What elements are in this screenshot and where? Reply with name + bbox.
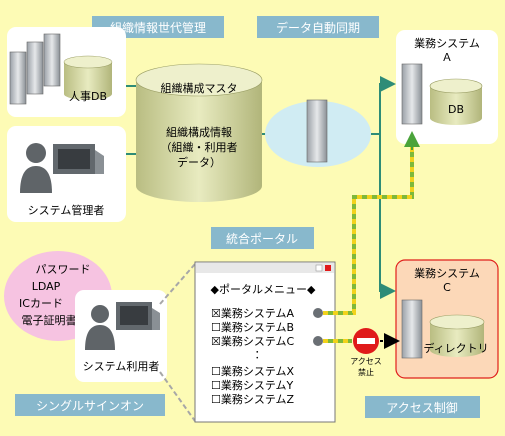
radio-button-c[interactable] [313, 336, 323, 346]
svg-text:電子証明書: 電子証明書 [22, 313, 77, 327]
svg-text:パスワード: パスワード [36, 263, 91, 276]
menu-item-system-b[interactable]: ☐業務システムB [211, 320, 294, 334]
caption-sso: シングルサインオン [15, 394, 165, 416]
svg-text:システム管理者: システム管理者 [28, 203, 105, 217]
svg-text:LDAP: LDAP [32, 280, 61, 293]
svg-text:人事DB: 人事DB [69, 90, 107, 103]
portal-connector [159, 371, 196, 422]
arrow-icon [371, 76, 396, 135]
svg-text:（組織・利用者: （組織・利用者 [161, 141, 238, 154]
portal-menu-title: ◆ポータルメニュー◆ [211, 283, 316, 296]
org-master-db: 組織構成マスタ 組織構成情報 （組織・利用者 データ） [135, 63, 263, 202]
database-icon [429, 78, 483, 125]
svg-text:ディレクトリ: ディレクトリ [423, 341, 488, 355]
svg-text:システム利用者: システム利用者 [83, 360, 160, 373]
svg-text:Ａ: Ａ [442, 51, 453, 64]
portal-window: ◆ポータルメニュー◆ ☒業務システムA ☐業務システムB ☒業務システムC ： … [194, 261, 336, 423]
caption-portal: 統合ポータル [211, 227, 314, 249]
server-icon [9, 33, 61, 105]
menu-item-system-a[interactable]: ☒業務システムA [211, 306, 295, 320]
svg-text:業務システム: 業務システム [414, 266, 480, 280]
server-icon [401, 299, 423, 359]
svg-text:ICカード: ICカード [19, 297, 63, 310]
database-icon [429, 314, 485, 357]
svg-text:DB: DB [448, 103, 464, 116]
server-icon [306, 99, 328, 163]
svg-text:組織構成情報: 組織構成情報 [166, 126, 232, 139]
svg-text:データ）: データ） [177, 155, 221, 169]
server-icon [401, 63, 423, 125]
svg-text:統合ポータル: 統合ポータル [226, 231, 298, 246]
arrow-icon [379, 134, 396, 299]
svg-text:シングルサインオン: シングルサインオン [36, 399, 144, 413]
sync-server-node [265, 99, 371, 167]
svg-text:アクセス: アクセス [350, 357, 382, 366]
menu-item-system-x[interactable]: ☐業務システムX [211, 364, 295, 378]
menu-item-system-c[interactable]: ☒業務システムC [211, 334, 295, 348]
monitor-icon [53, 144, 104, 174]
menu-ellipsis: ： [255, 348, 266, 361]
svg-text:禁止: 禁止 [358, 367, 374, 377]
admin-node: システム管理者 [7, 126, 126, 222]
radio-button-a[interactable] [313, 308, 323, 318]
person-icon [20, 143, 52, 193]
allowed-access-path [323, 144, 414, 315]
system-a-node: 業務システム Ａ DB [396, 30, 498, 144]
window-close-icon[interactable] [325, 265, 331, 271]
svg-text:業務システム: 業務システム [414, 36, 480, 50]
svg-text:組織情報世代管理: 組織情報世代管理 [110, 20, 206, 35]
no-entry-icon [353, 328, 379, 354]
database-icon [63, 55, 113, 100]
menu-item-system-z[interactable]: ☐業務システムZ [211, 392, 295, 406]
window-minimize-icon [315, 264, 323, 272]
caption-data-sync: データ自動同期 [257, 16, 379, 38]
menu-item-system-y[interactable]: ☐業務システムY [211, 378, 294, 392]
monitor-icon [116, 302, 160, 330]
svg-text:データ自動同期: データ自動同期 [276, 20, 360, 35]
person-icon [85, 305, 115, 350]
svg-text:C: C [443, 281, 451, 294]
caption-access-control: アクセス制御 [365, 396, 480, 418]
portal-connector [159, 263, 196, 305]
svg-text:組織構成マスタ: 組織構成マスタ [161, 82, 238, 95]
system-user-node: システム利用者 [75, 290, 167, 382]
svg-text:アクセス制御: アクセス制御 [386, 400, 457, 415]
system-c-node: 業務システム C ディレクトリ [395, 259, 499, 379]
hr-db-node: 人事DB [7, 27, 126, 117]
